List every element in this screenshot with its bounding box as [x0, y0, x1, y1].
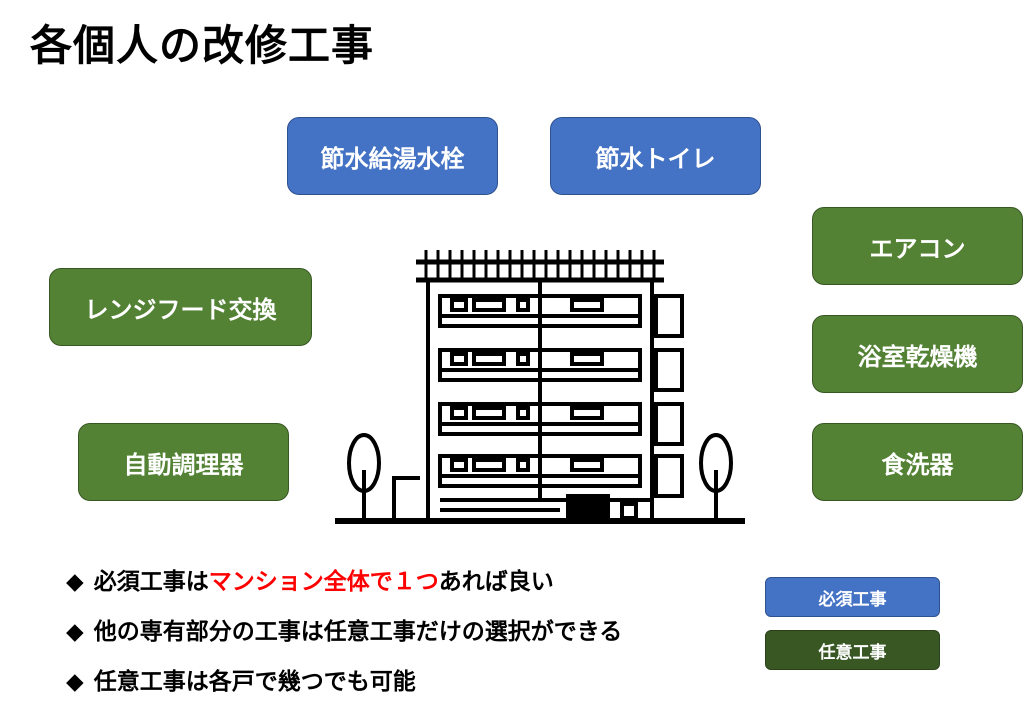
box-bath-dryer: 浴室乾燥機 [812, 315, 1023, 393]
bullet-highlight: マンション全体で１つ [208, 569, 439, 595]
box-dishwasher: 食洗器 [812, 423, 1023, 501]
box-auto-cooker: 自動調理器 [78, 423, 289, 501]
bullet-text: 他の専有部分の工事は任意工事だけの選択ができる [93, 619, 623, 645]
diamond-icon: ◆ [66, 669, 84, 695]
bullet-text: 任意工事は各戸で幾つでも可能 [93, 669, 416, 695]
page-title: 各個人の改修工事 [30, 21, 375, 70]
legend-required: 必須工事 [765, 577, 940, 617]
legend-optional: 任意工事 [765, 630, 940, 670]
bullet-text: 必須工事は [93, 569, 209, 595]
box-toilet: 節水トイレ [550, 117, 761, 195]
bullet-required-note: ◆ 必須工事はマンション全体で１つあれば良い [66, 562, 554, 596]
bullet-text: あれば良い [438, 569, 554, 595]
bullet-optional-note: ◆ 他の専有部分の工事は任意工事だけの選択ができる [66, 612, 622, 646]
diamond-icon: ◆ [66, 569, 84, 595]
diamond-icon: ◆ [66, 619, 84, 645]
bullet-per-unit-note: ◆ 任意工事は各戸で幾つでも可能 [66, 662, 416, 696]
box-range-hood: レンジフード交換 [49, 268, 312, 346]
box-aircon: エアコン [812, 207, 1023, 285]
box-water-faucet: 節水給湯水栓 [287, 117, 498, 195]
